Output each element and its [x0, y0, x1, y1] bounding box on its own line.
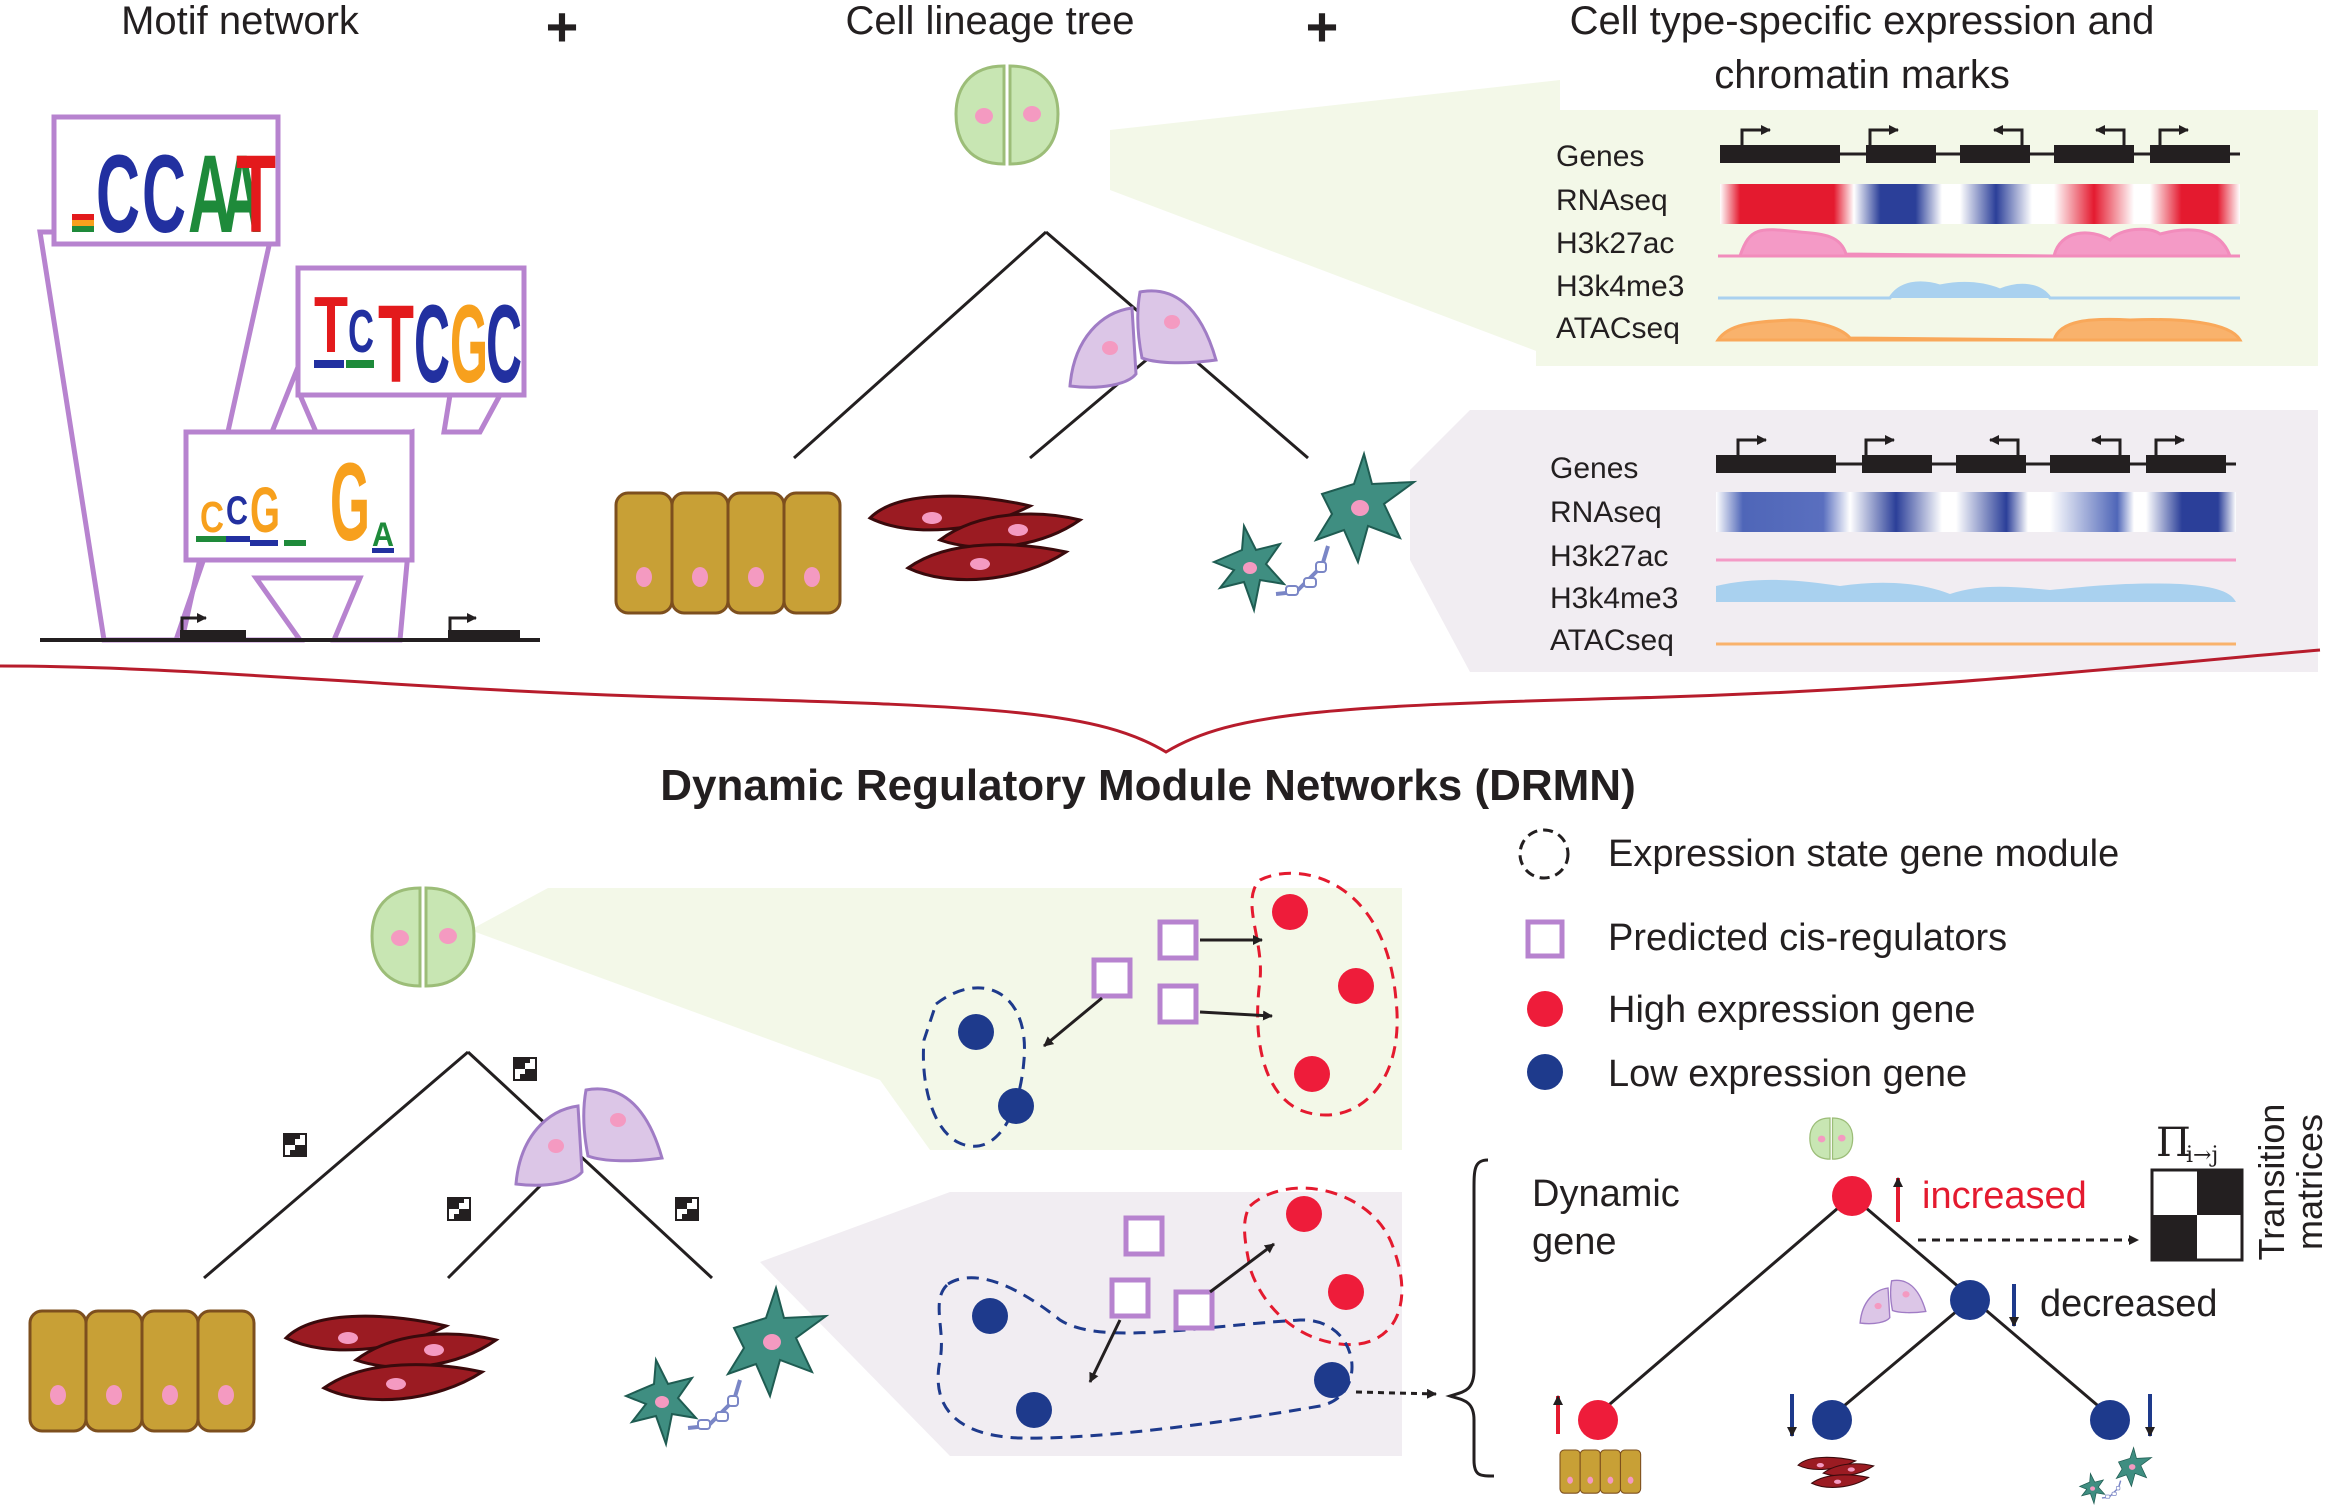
- legend-low-icon: [1527, 1054, 1563, 1090]
- progenitor-cell: [1068, 289, 1218, 389]
- mini-zygote: [1809, 1117, 1854, 1160]
- bottom-lineage-tree: [28, 886, 1402, 1456]
- transition-icon-2: [283, 1133, 307, 1157]
- track-label-h3k4me3: H3k4me3: [1556, 270, 1684, 303]
- motif-box-ccgga: [183, 429, 415, 563]
- svg-text:T: T: [314, 280, 348, 369]
- legend-regulator-icon: [1525, 919, 1565, 959]
- epithelial-cells-bottom: [28, 1309, 256, 1433]
- svg-text:C: C: [414, 283, 450, 406]
- progenitor-cell-bottom: [514, 1087, 664, 1187]
- svg-text:A: A: [188, 133, 232, 256]
- svg-text:G: G: [250, 474, 280, 546]
- track-label-genes: Genes: [1556, 140, 1644, 173]
- progenitor-low-node: [1950, 1280, 1990, 1320]
- motif-network: C C A A T T C T C G C C C G G A: [37, 114, 540, 643]
- decreased-label: decreased: [2040, 1283, 2217, 1325]
- motif-network-title: Motif network: [121, 0, 360, 43]
- transition-line1: Transition: [2251, 1104, 2292, 1261]
- legend-low-label: Low expression gene: [1608, 1053, 1967, 1095]
- dynamic-gene-line1: Dynamic: [1532, 1173, 1680, 1215]
- dynamic-gene-line2: gene: [1532, 1221, 1617, 1263]
- muscle-cells-bottom: [284, 1314, 498, 1402]
- track-label-h3k27ac-2: H3k27ac: [1550, 540, 1668, 573]
- mini-epithelium: [1559, 1449, 1642, 1494]
- plus-sign-1: +: [546, 0, 579, 58]
- legend-module-label: Expression state gene module: [1608, 833, 2119, 875]
- top-lineage-tree: [614, 64, 2318, 672]
- transition-matrix-icon: [2150, 1168, 2244, 1262]
- svg-text:T: T: [378, 283, 414, 406]
- module-network-green: [921, 871, 1399, 1148]
- tracks-green-panel: Genes RNAseq H3k27ac H3k4me3 ATACseq: [1536, 110, 2318, 366]
- track-label-rnaseq: RNAseq: [1556, 184, 1668, 217]
- neuron-cells-bottom: [624, 1286, 828, 1446]
- mini-muscle: [1797, 1456, 1875, 1488]
- increased-label: increased: [1922, 1175, 2087, 1217]
- section-brace: [0, 648, 2321, 754]
- track-label-h3k27ac: H3k27ac: [1556, 227, 1674, 260]
- legend-high-icon: [1527, 991, 1563, 1027]
- transition-line2: matrices: [2289, 1114, 2330, 1250]
- motif-box-tctcgc: [295, 265, 527, 398]
- root-high-node: [1832, 1176, 1872, 1216]
- transition-icon-4: [675, 1197, 699, 1221]
- svg-text:C: C: [200, 493, 224, 542]
- svg-text:C: C: [486, 283, 522, 406]
- svg-text:A: A: [222, 133, 262, 256]
- zygote-cell-bottom: [370, 886, 476, 988]
- pi-symbol: Π: [2156, 1120, 2191, 1166]
- motif1-logo: C C A A T: [72, 133, 276, 256]
- expression-title-line1: Cell type-specific expression and: [1570, 0, 2155, 43]
- zygote-cell: [954, 64, 1060, 166]
- motif2-logo: T C T C G C: [314, 280, 522, 406]
- mini-progenitor: [1859, 1279, 1927, 1325]
- muscle-cells: [868, 494, 1082, 582]
- expression-title-line2: chromatin marks: [1714, 53, 2010, 97]
- neuron-low-node: [2090, 1400, 2130, 1440]
- svg-text:T: T: [236, 133, 276, 256]
- track-label-rnaseq-2: RNAseq: [1550, 496, 1662, 529]
- track-label-atacseq-2: ATACseq: [1550, 624, 1674, 657]
- neuron-cells: [1212, 452, 1416, 612]
- mini-neurons: [2078, 1446, 2153, 1505]
- module-network-purple: [936, 1186, 1437, 1440]
- dynamic-gene-panel: Dynamic gene increased decreased Π i→j T…: [1445, 1104, 2330, 1505]
- track-label-atacseq: ATACseq: [1556, 312, 1680, 345]
- drmn-title: Dynamic Regulatory Module Networks (DRMN…: [660, 761, 1635, 810]
- motif3-logo: C C G G A: [196, 441, 394, 564]
- legend-regulator-label: Predicted cis-regulators: [1608, 917, 2007, 959]
- svg-text:C: C: [348, 298, 374, 365]
- transition-icon-3: [447, 1197, 471, 1221]
- muscle-low-node: [1812, 1400, 1852, 1440]
- svg-text:A: A: [372, 516, 394, 554]
- svg-text:C: C: [142, 133, 186, 256]
- svg-text:C: C: [226, 489, 248, 533]
- epithelial-cells: [614, 491, 842, 615]
- svg-text:G: G: [330, 441, 370, 564]
- epithelial-high-node: [1578, 1400, 1618, 1440]
- legend-high-label: High expression gene: [1608, 989, 1976, 1031]
- cell-lineage-title: Cell lineage tree: [845, 0, 1134, 43]
- track-label-h3k4me3-2: H3k4me3: [1550, 582, 1678, 615]
- plus-sign-2: +: [1306, 0, 1339, 58]
- legend: Expression state gene module Predicted c…: [1518, 828, 2119, 1095]
- svg-text:G: G: [450, 283, 488, 406]
- tracks-purple-panel: Genes RNAseq H3k27ac H3k4me3 ATACseq: [1550, 435, 2236, 657]
- svg-text:C: C: [96, 133, 140, 256]
- track-label-genes-2: Genes: [1550, 452, 1638, 485]
- pi-subscript: i→j: [2186, 1143, 2218, 1168]
- transition-icon-1: [513, 1057, 537, 1081]
- legend-module-icon: [1518, 828, 1570, 880]
